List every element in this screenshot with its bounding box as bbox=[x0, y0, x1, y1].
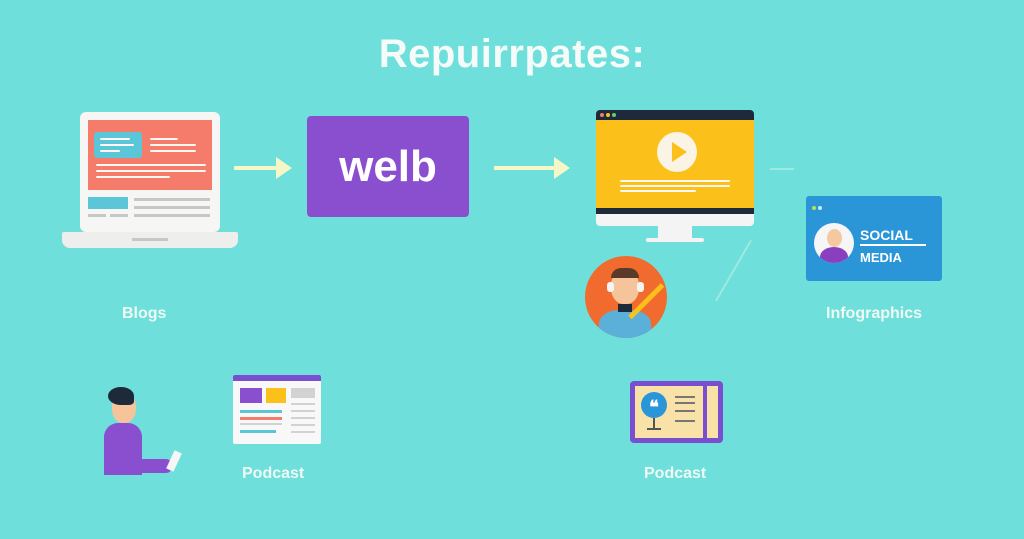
media-text: MEDIA bbox=[860, 250, 902, 265]
welb-text: welb bbox=[339, 141, 437, 191]
label-blogs: Blogs bbox=[122, 305, 167, 322]
page-title: Repuirrpates: bbox=[378, 32, 646, 76]
person-illustration bbox=[100, 385, 190, 480]
avatar bbox=[814, 223, 854, 263]
welb-card: welb bbox=[307, 116, 469, 217]
document-card bbox=[233, 375, 321, 444]
social-media-card: SOCIAL MEDIA bbox=[806, 196, 942, 281]
label-podcast-left: Podcast bbox=[242, 465, 305, 482]
label-infographics: Infographics bbox=[826, 305, 923, 322]
video-monitor-illustration bbox=[596, 110, 754, 244]
arrow-right-icon bbox=[494, 157, 570, 179]
podcast-card: ❝ bbox=[630, 381, 723, 443]
label-podcast-right: Podcast bbox=[644, 465, 707, 482]
faint-arrow-icon bbox=[770, 168, 794, 170]
laptop-blog-illustration bbox=[62, 112, 238, 250]
arrow-right-icon bbox=[234, 157, 292, 179]
quote-icon: ❝ bbox=[641, 392, 667, 418]
social-text: SOCIAL bbox=[860, 227, 913, 243]
faint-arrow-icon bbox=[715, 239, 752, 302]
play-icon bbox=[657, 132, 697, 172]
podcaster-avatar bbox=[585, 256, 667, 338]
